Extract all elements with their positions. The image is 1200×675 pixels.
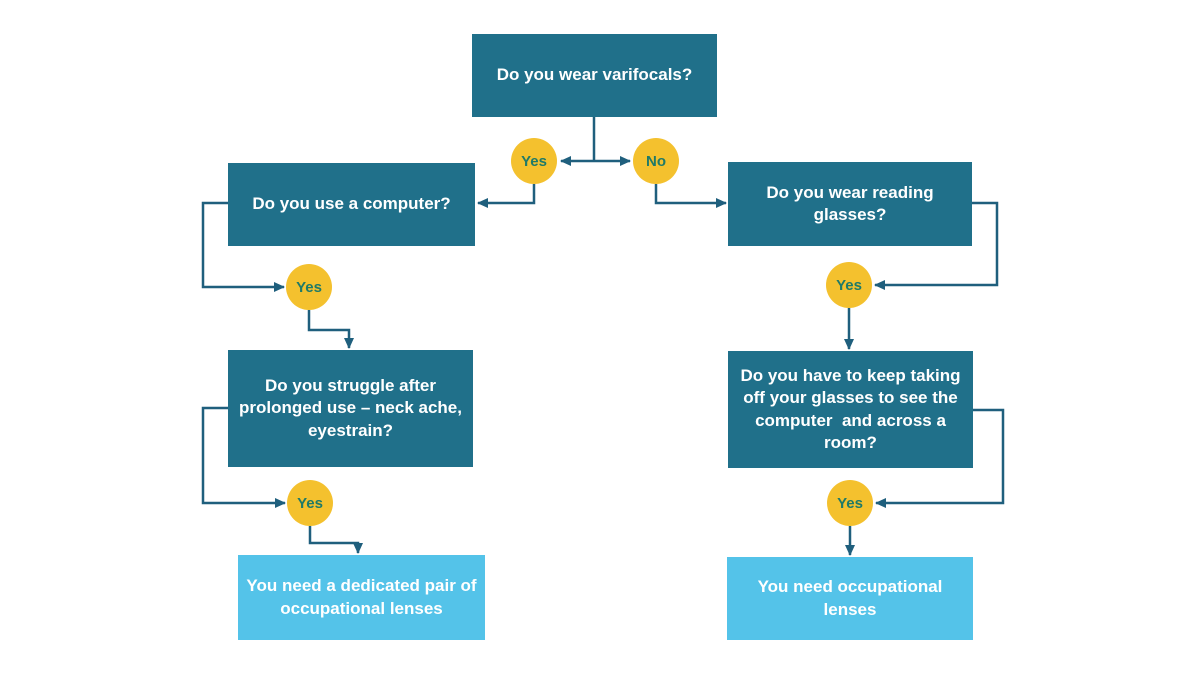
decision-circle-varifocals-no: No bbox=[633, 138, 679, 184]
question-box-reading-glasses: Do you wear reading glasses? bbox=[728, 162, 972, 246]
decision-varifocals-yes-label: Yes bbox=[521, 152, 547, 170]
connector-no-reading bbox=[654, 184, 727, 208]
decision-circle-computer-yes: Yes bbox=[286, 264, 332, 310]
question-taking-off-glasses-label: Do you have to keep taking off your glas… bbox=[740, 365, 961, 452]
decision-varifocals-no-label: No bbox=[646, 152, 666, 170]
decision-taking-off-yes-label: Yes bbox=[837, 494, 863, 512]
result-dedicated-pair-label: You need a dedicated pair of occupationa… bbox=[246, 576, 477, 618]
decision-circle-varifocals-yes: Yes bbox=[511, 138, 557, 184]
result-occupational-lenses-label: You need occupational lenses bbox=[757, 577, 943, 619]
question-box-computer: Do you use a computer? bbox=[228, 163, 475, 246]
decision-reading-yes-label: Yes bbox=[836, 276, 862, 294]
question-struggle-label: Do you struggle after prolonged use – ne… bbox=[239, 375, 462, 440]
decision-circle-struggle-yes: Yes bbox=[287, 480, 333, 526]
connector-yes1-computer bbox=[477, 184, 536, 208]
question-varifocals-label: Do you wear varifocals? bbox=[496, 65, 693, 85]
decision-computer-yes-label: Yes bbox=[296, 278, 322, 296]
question-computer-label: Do you use a computer? bbox=[252, 194, 451, 214]
result-box-occupational-lenses: You need occupational lenses bbox=[727, 557, 973, 640]
decision-circle-reading-yes: Yes bbox=[826, 262, 872, 308]
decision-struggle-yes-label: Yes bbox=[297, 494, 323, 512]
question-box-taking-off-glasses: Do you have to keep taking off your glas… bbox=[728, 351, 973, 468]
question-box-varifocals: Do you wear varifocals? bbox=[472, 34, 717, 117]
question-box-struggle: Do you struggle after prolonged use – ne… bbox=[228, 350, 473, 467]
decision-circle-taking-off-yes: Yes bbox=[827, 480, 873, 526]
question-reading-glasses-label: Do you wear reading glasses? bbox=[766, 182, 934, 224]
connector-yes2-struggle bbox=[307, 310, 354, 349]
result-box-dedicated-pair: You need a dedicated pair of occupationa… bbox=[238, 555, 485, 640]
connector-yes3-dedicated bbox=[308, 526, 363, 554]
